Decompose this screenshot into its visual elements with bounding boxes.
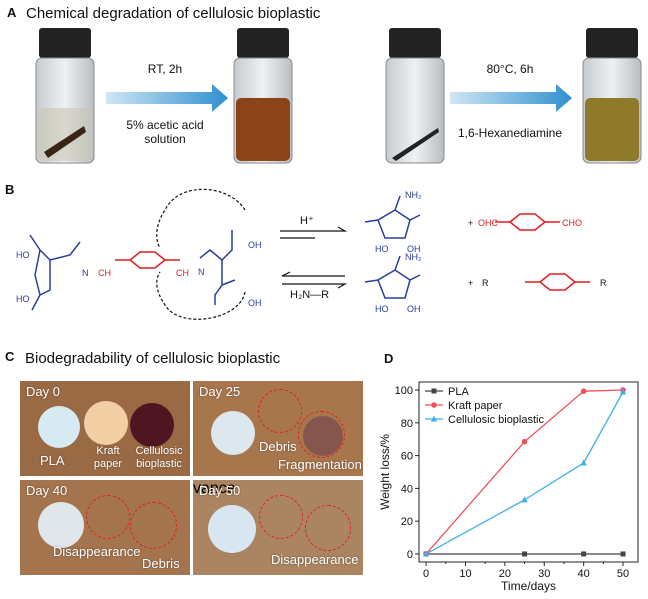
data-point	[521, 438, 528, 445]
svg-text:HO: HO	[16, 294, 30, 304]
y-axis-label: Weight loss/%	[378, 434, 392, 510]
x-tick-label: 30	[538, 568, 550, 580]
svg-text:HO: HO	[375, 244, 389, 254]
photo-day-0: Day 0 PLA Kraft paper Cellulosic bioplas…	[20, 381, 190, 476]
svg-text:CH: CH	[176, 268, 189, 278]
svg-text:OH: OH	[407, 304, 421, 314]
data-point	[580, 459, 587, 466]
svg-text:N: N	[198, 267, 205, 277]
photo-day-40: Day 40 Disappearance Debris	[20, 480, 190, 575]
vial-before-acid	[35, 28, 95, 164]
svg-text:H⁺: H⁺	[300, 215, 314, 227]
legend-label: Cellulosic bioplastic	[448, 414, 544, 426]
data-point	[580, 388, 587, 394]
svg-text:CHO: CHO	[562, 218, 582, 228]
series-line-kraft-paper	[425, 389, 624, 555]
y-tick-label: 100	[395, 385, 413, 397]
svg-text:+: +	[468, 278, 473, 288]
x-tick-label: 10	[459, 568, 471, 580]
svg-text:NH₂: NH₂	[405, 190, 422, 200]
y-tick-label: 60	[401, 451, 413, 463]
svg-text:OH: OH	[248, 298, 262, 308]
legend-label: PLA	[448, 386, 469, 398]
svg-text:N: N	[82, 268, 89, 278]
svg-text:HO: HO	[375, 304, 389, 314]
data-point	[422, 550, 430, 557]
data-point	[522, 551, 528, 557]
svg-text:H₂N—R: H₂N—R	[290, 289, 329, 301]
x-axis-label: Time/days	[501, 579, 556, 593]
data-point	[581, 551, 587, 557]
legend-marker	[431, 402, 437, 408]
equilibrium-arrows	[156, 188, 348, 320]
arrow-icon	[106, 84, 228, 112]
vial-before-amine	[385, 28, 445, 164]
panel-a-vials	[35, 28, 642, 164]
x-tick-label: 20	[499, 568, 511, 580]
y-tick-label: 0	[407, 549, 413, 561]
panel-c-title: Biodegradability of cellulosic bioplasti…	[25, 350, 281, 367]
data-point	[619, 388, 627, 395]
step2-condition: 80°C, 6h	[486, 62, 534, 76]
reaction-scheme: HO HO N N OH OH NH₂ HO OH NH₂ HO OH CH C…	[16, 188, 607, 320]
legend-marker	[431, 388, 437, 394]
step1-condition: RT, 2h	[147, 62, 183, 76]
arrow-icon	[450, 84, 572, 112]
data-point	[620, 551, 626, 557]
plot-frame	[418, 381, 639, 563]
svg-text:OH: OH	[407, 244, 421, 254]
panel-a-label: A	[7, 5, 17, 20]
data-point	[521, 496, 528, 503]
y-tick-label: 20	[401, 516, 413, 528]
panel-a-title: Chemical degradation of cellulosic biopl…	[26, 5, 321, 22]
svg-text:+: +	[468, 218, 473, 228]
step1-reagent: 5% acetic acid solution	[126, 118, 204, 146]
svg-text:OHC: OHC	[478, 218, 499, 228]
x-tick-label: 50	[617, 568, 629, 580]
svg-text:HO: HO	[16, 250, 30, 260]
svg-text:NH₂: NH₂	[405, 252, 422, 262]
y-tick-label: 80	[401, 418, 413, 430]
svg-text:R: R	[482, 278, 489, 288]
svg-text:R: R	[600, 278, 607, 288]
panel-d-label: D	[384, 351, 394, 366]
series-line-cellulosic-bioplastic	[425, 391, 624, 555]
vial-after-acid	[233, 28, 293, 164]
legend-label: Kraft paper	[448, 400, 503, 412]
vial-after-amine	[582, 28, 642, 164]
photo-day-25: Day 25 Debris Fragmentation	[193, 381, 363, 476]
legend-marker	[430, 415, 438, 422]
svg-text:CH: CH	[98, 268, 111, 278]
x-tick-label: 40	[578, 568, 590, 580]
photo-day-50: vance Day 50 Disappearance	[193, 480, 363, 575]
panel-c-label: C	[5, 349, 15, 364]
svg-text:OH: OH	[248, 240, 262, 250]
y-tick-label: 40	[401, 483, 413, 495]
x-tick-label: 0	[423, 568, 429, 580]
panel-b-label: B	[5, 182, 15, 197]
step2-reagent: 1,6-Hexanediamine	[457, 126, 563, 140]
